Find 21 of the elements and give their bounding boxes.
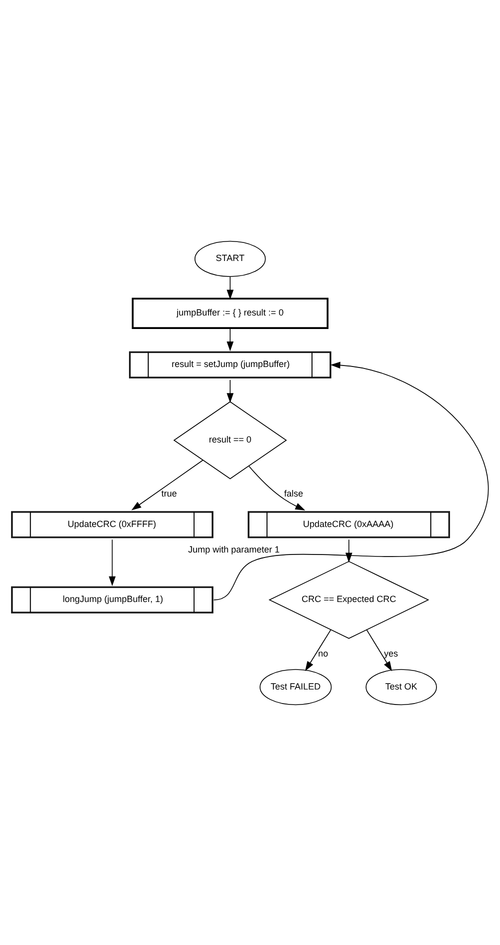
edge-label: Jump with parameter 1: [188, 544, 280, 554]
edge-label: false: [284, 488, 304, 498]
node-ellipse: Test OK: [366, 668, 437, 705]
node-diamond: CRC == Expected CRC: [268, 560, 430, 638]
edge-label: yes: [384, 648, 398, 658]
edge-label: true: [161, 488, 177, 498]
arrow: [213, 361, 489, 600]
arrow: [226, 276, 234, 300]
arrow: [345, 538, 352, 562]
arrow: [226, 379, 234, 402]
node-ellipse: Test FAILED: [260, 668, 332, 705]
edge-label: no: [318, 648, 328, 658]
arrow: [366, 629, 392, 671]
arrow: [226, 327, 234, 351]
arrow: [248, 465, 306, 510]
arrow: [108, 538, 116, 586]
node-box: jumpBuffer := { } result := 0: [132, 297, 328, 328]
arrow: [305, 628, 332, 671]
node-diamond: result == 0: [173, 400, 287, 479]
node-ellipse: START: [194, 240, 266, 276]
arrow: [131, 459, 204, 510]
